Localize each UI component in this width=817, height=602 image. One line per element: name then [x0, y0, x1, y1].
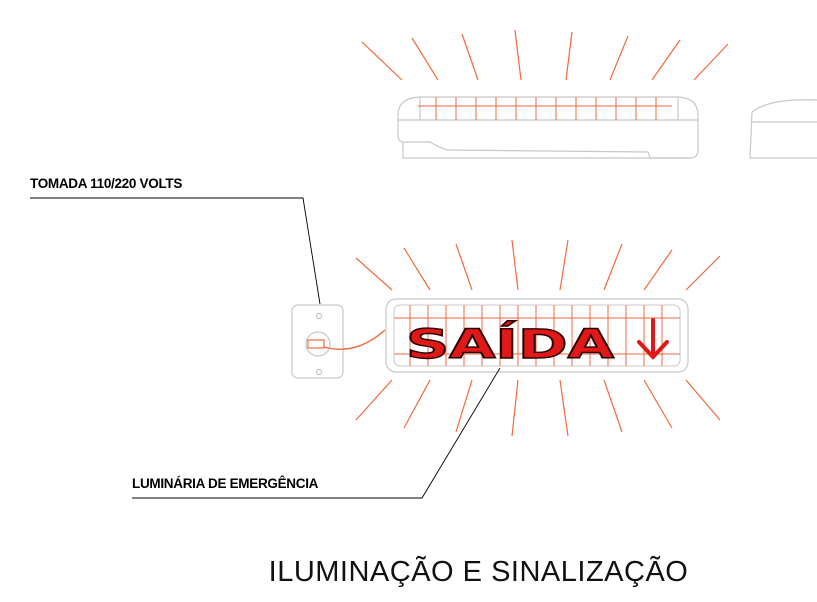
sign-lower-light-rays: [355, 379, 721, 437]
emergency-luminaire: SAÍDA: [385, 298, 689, 373]
outlet-label: TOMADA 110/220 VOLTS: [30, 176, 183, 191]
tomada-leader-line: [30, 197, 321, 305]
power-outlet-icon: [291, 304, 344, 379]
emergency-light-label: LUMINÁRIA DE EMERGÊNCIA: [132, 476, 319, 491]
luminaire-grid: [394, 305, 680, 366]
arrow-down-icon: [637, 318, 669, 360]
exit-sign-text: SAÍDA: [406, 320, 614, 368]
top-light-rays: [361, 29, 729, 81]
power-cable: [323, 329, 386, 350]
top-luminaire-front: [397, 96, 699, 159]
page-title: ILUMINAÇÃO E SINALIZAÇÃO: [268, 556, 689, 588]
sign-upper-light-rays: [355, 239, 721, 291]
luminaria-leader-line: [132, 367, 501, 499]
top-luminaire-side: [749, 99, 817, 159]
outlet-plug: [307, 339, 325, 349]
top-luminaire-grid: [418, 97, 672, 120]
